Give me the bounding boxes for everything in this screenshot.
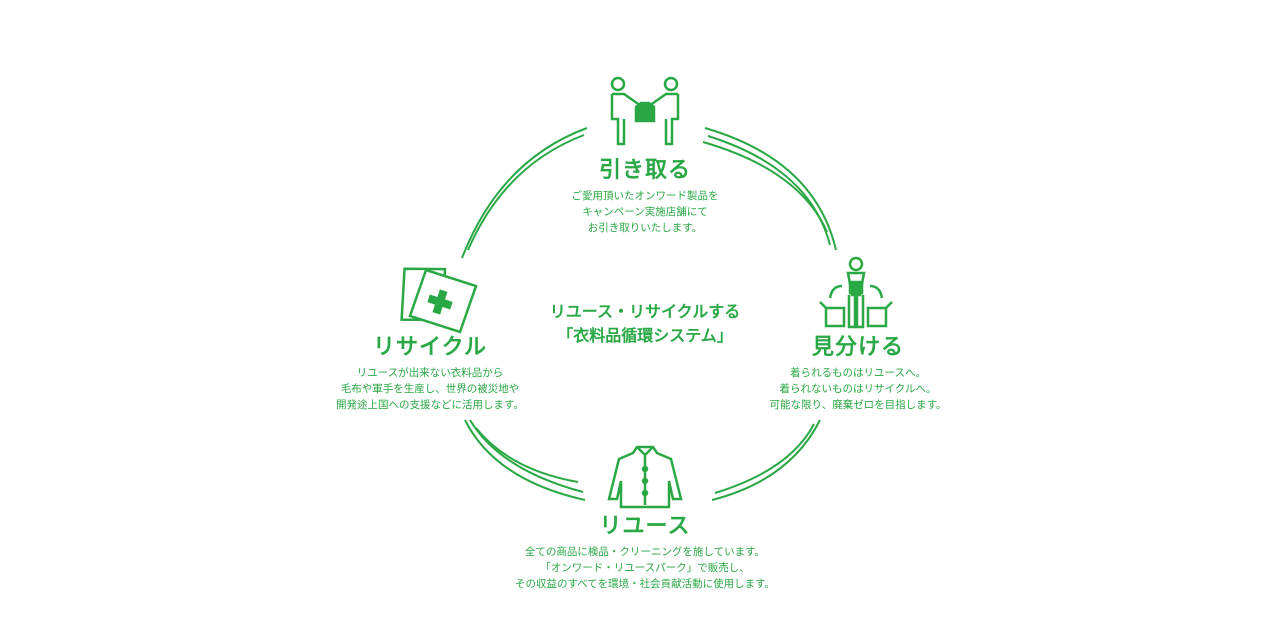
- step-reuse: リユース 全ての商品に検品・クリーニングを施しています。 「オンワード・リユース…: [515, 514, 775, 592]
- step-desc-line: 開発途上国への支援などに活用します。: [336, 399, 524, 411]
- step-desc-line: キャンペーン実施店舗にて: [582, 206, 708, 218]
- step-title: リユース: [599, 514, 691, 539]
- step-recycle: リサイクル リユースが出来ない衣料品から 毛布や軍手を生産し、世界の被災地や 開…: [336, 335, 524, 413]
- step-desc-line: 「オンワード・リユースパーク」で販売し、: [540, 562, 750, 574]
- step-desc-line: ご愛用頂いたオンワード製品を: [571, 190, 719, 202]
- center-caption: リユース・リサイクルする 「衣料品循環システム」: [550, 300, 740, 348]
- step-desc-line: その収益のすべてを環境・社会貢献活動に使用します。: [514, 578, 776, 590]
- step-title: 引き取る: [598, 158, 691, 183]
- arc-bottom-right: [711, 419, 821, 501]
- jacket-icon: [607, 445, 683, 509]
- step-desc-line: お引き取りいたします。: [587, 222, 703, 234]
- handover-icon: [610, 76, 680, 146]
- arc-top-right: [702, 127, 837, 251]
- step-sort: 見分ける 着られるものはリユースへ。 着られないものはリサイクルへ。 可能な限り…: [769, 335, 946, 413]
- step-desc-line: 着られるものはリユースへ。: [790, 367, 926, 379]
- step-desc-line: 全ての商品に検品・クリーニングを施しています。: [524, 546, 766, 558]
- step-desc-line: 着られないものはリサイクルへ。: [779, 383, 937, 395]
- step-desc-line: 毛布や軍手を生産し、世界の被災地や: [340, 383, 520, 395]
- step-title: リサイクル: [373, 335, 487, 360]
- center-caption-line2: 「衣料品循環システム」: [557, 326, 733, 345]
- step-take-back: 引き取る ご愛用頂いたオンワード製品を キャンペーン実施店舗にて お引き取りいた…: [572, 158, 719, 236]
- step-desc-line: リユースが出来ない衣料品から: [356, 367, 504, 379]
- recycle-cloth-icon: [400, 267, 478, 334]
- center-caption-line1: リユース・リサイクルする: [549, 302, 741, 321]
- arc-bottom-left: [464, 419, 586, 501]
- step-title: 見分ける: [811, 335, 904, 360]
- step-desc-line: 可能な限り、廃棄ゼロを目指します。: [769, 399, 947, 411]
- sorting-icon: [819, 256, 893, 329]
- arc-top-left: [461, 127, 588, 259]
